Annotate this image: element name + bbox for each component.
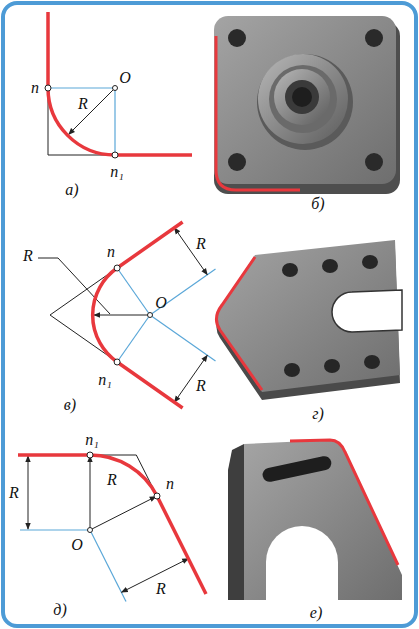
figure-label: n₁ (109, 164, 125, 180)
figure-label: в) (63, 397, 77, 413)
figure-label: R (106, 472, 118, 488)
figure-label: n₁ (97, 372, 113, 388)
photo-b (214, 16, 400, 194)
figure-label: R (8, 485, 20, 501)
figure-label: д) (52, 602, 67, 618)
photo-e (228, 440, 402, 600)
figure-label: n (106, 244, 116, 260)
figure-label: O (118, 70, 132, 86)
figure-label: n (30, 80, 40, 96)
figure-label: б) (310, 196, 325, 212)
drawing-d (18, 452, 206, 601)
drawing-a (45, 12, 192, 158)
figure-label: г) (311, 406, 325, 422)
photo-g (216, 240, 402, 400)
figure-label: R (155, 581, 167, 597)
figure-label: R (77, 96, 89, 112)
figure-label: е) (309, 605, 323, 621)
figure-label: R (22, 248, 34, 264)
figure-label: R (195, 378, 207, 394)
figure-label: n₁ (84, 432, 100, 448)
figure-label: O (154, 295, 168, 311)
figure-label: O (70, 537, 84, 553)
frame-border (3, 3, 416, 626)
figure-label: R (195, 236, 207, 252)
figure-label: а) (64, 182, 79, 198)
figure-label: n (165, 476, 175, 492)
drawing-v (38, 222, 216, 408)
